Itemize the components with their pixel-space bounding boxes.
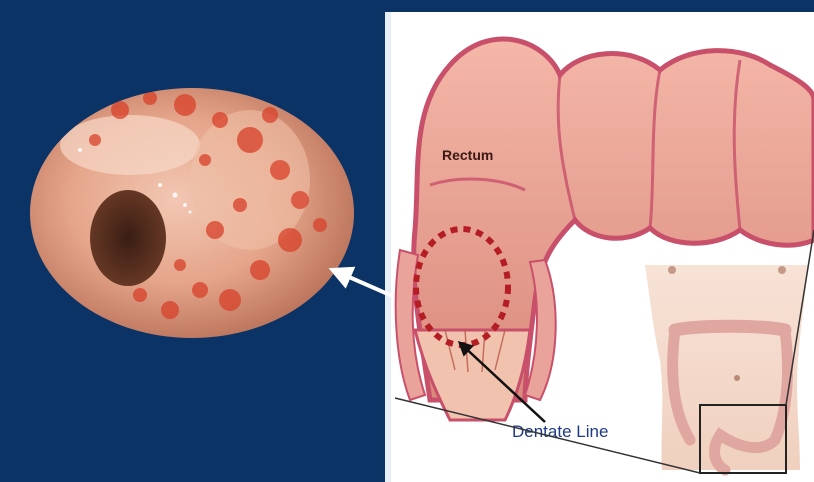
top-border bbox=[0, 0, 814, 12]
lumen bbox=[90, 190, 166, 286]
endoscopy-image bbox=[30, 88, 354, 338]
rectum-label: Rectum bbox=[442, 147, 493, 163]
torso-inset bbox=[645, 265, 808, 473]
panel-divider bbox=[385, 12, 391, 482]
